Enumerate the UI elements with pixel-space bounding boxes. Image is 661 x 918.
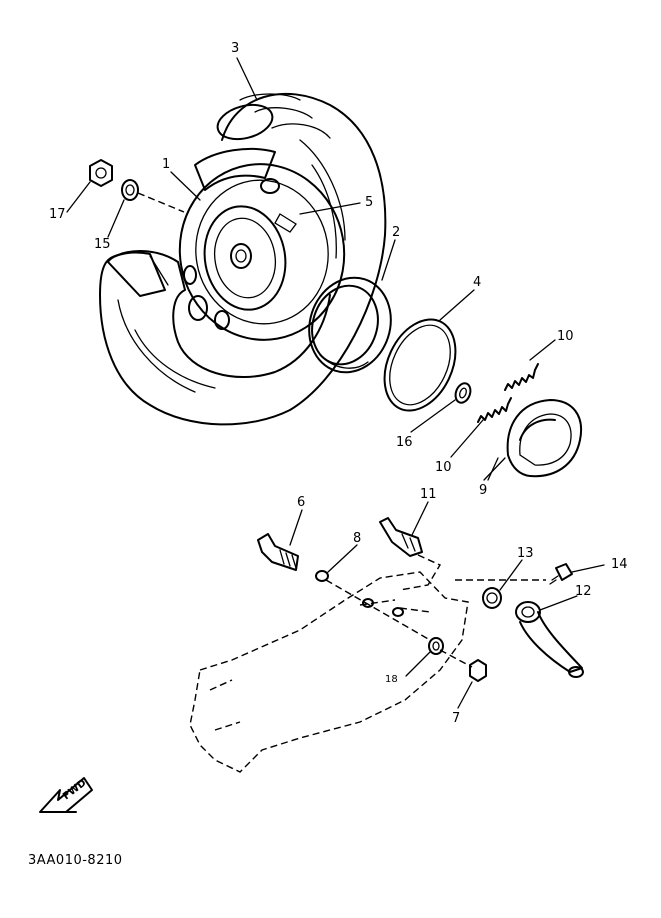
camshaft-6 [257,533,299,571]
callout-10-upper: 10 [557,329,574,344]
axis-dash-line [137,192,185,213]
callout-14: 14 [611,557,628,572]
callout-17: 17 [49,207,66,222]
brake-shoes [506,399,583,478]
tire [99,92,387,426]
callout-10-lower: 10 [435,460,452,475]
callout-12: 12 [575,584,592,599]
callout-6: 6 [297,495,305,510]
forward-arrow-icon: FWD [39,777,93,813]
callout-5: 5 [365,195,373,210]
bolt-14 [549,563,573,585]
callout-16: 16 [396,435,413,450]
fwd-badge-text: FWD [61,778,88,803]
o-ring-8 [315,570,329,582]
washer-16 [454,382,472,404]
callout-7: 7 [452,711,460,726]
callout-labels: 1 2 3 4 5 6 7 8 9 10 10 11 12 13 14 15 1… [49,41,628,726]
callout-9: 9 [479,483,487,498]
drum-liner [308,276,392,374]
figure-code: 3AA010-8210 [28,853,123,868]
leader-lines [66,57,605,709]
wheel [178,163,346,341]
drum-ring [383,318,457,412]
washer-15 [121,179,139,201]
callout-13: 13 [517,546,534,561]
nut-7 [469,659,487,682]
nut-17 [89,159,113,187]
seal-13 [482,587,502,609]
callout-1: 1 [162,157,170,172]
cam-lever-12 [515,601,584,678]
camshaft-11 [379,517,423,557]
callout-8: 8 [353,531,361,546]
cam-axis-dash [325,579,431,641]
spring-lower [477,397,512,423]
callout-3: 3 [231,41,239,56]
callout-4: 4 [473,275,481,290]
crankcase-outline [189,554,546,773]
callout-18: 18 [385,674,398,685]
callout-15: 15 [94,237,111,252]
spring-upper [504,363,539,391]
callout-11: 11 [420,487,437,502]
collar-18 [428,637,444,655]
callout-2: 2 [392,225,400,240]
